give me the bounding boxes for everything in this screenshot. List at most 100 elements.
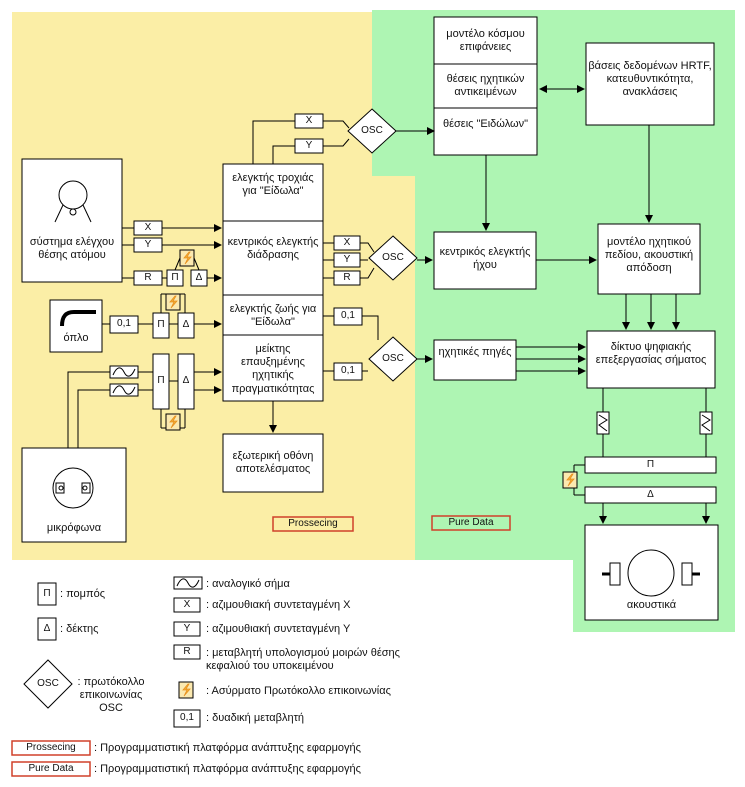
gun-icon [60, 310, 96, 327]
legend-r-text: : μεταβλητή υπολογισμού μοιρών θέσης κεφ… [206, 647, 400, 673]
weapon-label: όπλο [63, 332, 89, 344]
legend-osc-text: : πρωτόκολλο επικοινωνίας OSC [77, 676, 145, 715]
central-sound-label: κεντρικός ελεγκτής ήχου [439, 246, 531, 272]
tx-bar-label: Π [646, 459, 655, 470]
weapon-box [49, 299, 103, 353]
speakers-label: ακουστικά [626, 599, 677, 611]
legend-tx-symbol: Π [43, 588, 51, 599]
legend-analog-text: : αναλογικό σήμα [206, 578, 290, 590]
puredata-label: Pure Data [448, 517, 494, 528]
puredata-label-box [431, 515, 511, 531]
rx-label-3: Δ [182, 375, 190, 386]
legend-wireless-text: : Ασύρματο Πρωτόκολλο επικοινωνίας [206, 685, 391, 697]
dsp-network-box [586, 330, 716, 389]
legend-rx-text: : δέκτης [60, 623, 99, 635]
zigzag-icon-right [699, 411, 713, 435]
hrtf-db-label: βάσεις δεδομένων HRTF, κατευθυντικότητα,… [588, 60, 712, 99]
external-screen-label: εξωτερική οθόνη αποτελέσματος [232, 450, 314, 476]
wireless-icon-3 [165, 413, 181, 431]
r-box-1 [133, 270, 163, 286]
y-label-3: Y [343, 254, 351, 265]
legend-processing-text: : Προγραμματιστική πλατφόρμα ανάπτυξης ε… [94, 742, 361, 754]
legend-analog-icon [173, 576, 203, 590]
legend-processing-box [11, 740, 91, 756]
ar-mixer-box [222, 334, 324, 402]
y-label-1: Y [305, 140, 313, 151]
osc-label-3: OSC [382, 353, 404, 364]
dsp-network-label: δίκτυο ψηφιακής επεξεργασίας σήματος [595, 341, 707, 367]
tx-label-1: Π [171, 272, 179, 283]
life-ctrl-label: ελεγκτής ζωής για "Είδωλα" [229, 303, 317, 329]
legend-bit-text: : δυαδική μεταβλητή [206, 712, 305, 724]
x-label-2: X [144, 222, 152, 233]
headphones-icon [602, 549, 700, 597]
r-label-1: R [144, 272, 152, 283]
rx-bar-label: Δ [647, 489, 654, 500]
x-box-2 [133, 220, 163, 236]
legend-x-text: : αζιμουθιακή συντεταγμένη Χ [206, 599, 351, 611]
bit-box-2 [333, 307, 363, 326]
tracking-system-box [21, 158, 123, 283]
tracking-system-label: σύστημα ελέγχου θέσης ατόμου [29, 236, 115, 262]
processing-label-box [272, 516, 354, 532]
legend-x-box [173, 597, 201, 613]
field-model-box [597, 223, 701, 295]
tx-label-3: Π [157, 375, 165, 386]
wireless-icon-4 [562, 471, 578, 489]
y-box-2 [133, 237, 163, 253]
bit-box-1 [109, 315, 139, 334]
osc-diamond-1 [347, 108, 397, 154]
x-label-1: X [305, 115, 313, 126]
rx-box-3 [177, 353, 195, 410]
legend-y-symbol: Y [183, 623, 191, 634]
analog-icon-1 [109, 365, 139, 379]
rx-box-2 [177, 312, 195, 339]
sound-sources-label: ηχητικές πηγές [438, 346, 512, 358]
central-diffusion-label: κεντρικός ελεγκτής διάδρασης [227, 236, 319, 262]
field-model-label: μοντέλο ηχητικού πεδίου, ακουστική απόδο… [604, 236, 694, 275]
legend-rx-box [37, 617, 57, 641]
trajectory-ctrl-label: ελεγκτής τροχιάς για "Είδωλα" [232, 172, 314, 198]
bit-label-3: 0,1 [341, 365, 355, 376]
r-box-2 [333, 270, 361, 286]
mic-head-icon [52, 467, 94, 509]
zigzag-icon-left [596, 411, 610, 435]
legend-bit-box [173, 709, 201, 728]
life-ctrl-box [222, 294, 324, 336]
sound-positions-label: θέσεις ηχητικών αντικειμένων [446, 73, 525, 99]
osc-diamond-3 [368, 336, 418, 382]
legend-puredata-box [11, 761, 91, 777]
legend-processing-symbol: Prossecing [26, 742, 76, 753]
image-positions-box [433, 107, 538, 156]
y-label-2: Y [144, 239, 152, 250]
y-box-1 [294, 138, 324, 154]
legend-tx-box [37, 582, 57, 606]
legend-r-box [173, 644, 201, 660]
x-box-1 [294, 113, 324, 129]
legend-x-symbol: X [183, 599, 191, 610]
rx-label-1: Δ [195, 272, 203, 283]
legend-tx-text: : πομπός [60, 588, 106, 600]
wireless-icon-1 [179, 249, 195, 267]
hrtf-db-box [585, 42, 715, 126]
wireless-icon-2 [165, 293, 181, 311]
microphones-label: μικρόφωνα [46, 522, 102, 534]
osc-diamond-legend [23, 659, 73, 709]
bit-label-1: 0,1 [117, 318, 131, 329]
osc-label-1: OSC [361, 125, 383, 136]
image-positions-label: θέσεις "Ειδώλων" [442, 118, 529, 130]
microphones-box [21, 447, 127, 543]
y-box-3 [333, 252, 361, 268]
legend-puredata-symbol: Pure Data [28, 763, 74, 774]
osc-diamond-2 [368, 235, 418, 281]
r-label-2: R [343, 272, 351, 283]
head-icon [54, 180, 92, 223]
sound-sources-box [433, 339, 517, 381]
legend-bit-symbol: 0,1 [180, 712, 194, 723]
bit-label-2: 0,1 [341, 310, 355, 321]
legend-wireless-icon [178, 681, 194, 699]
analog-icon-2 [109, 383, 139, 397]
puredata-region [372, 10, 735, 632]
ar-mixer-label: μείκτης επαυξημένης ηχητικής πραγματικότ… [231, 343, 315, 395]
